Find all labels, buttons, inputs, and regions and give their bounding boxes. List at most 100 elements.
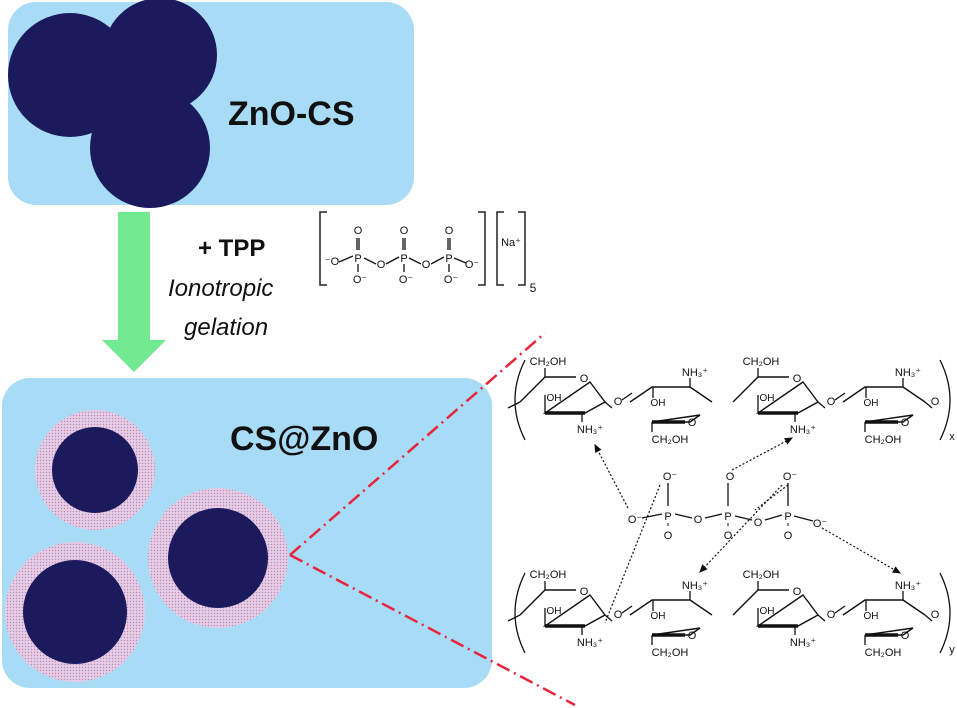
ammonium-group: NH₃⁺: [577, 424, 603, 436]
oxo-oxygen: O: [400, 225, 409, 237]
repeat-y: y: [949, 644, 955, 656]
electrostatic-interaction-arrow: [731, 437, 794, 471]
bond: [641, 513, 663, 519]
coated-particle: [35, 410, 155, 530]
electrostatic-interaction-arrow: [699, 484, 783, 573]
bridging-oxygen: O: [694, 514, 703, 526]
ring-bonds: [519, 589, 607, 627]
zno-particle: [103, 0, 217, 112]
bond: [674, 513, 693, 519]
bond: [817, 401, 826, 409]
ammonium-group: NH₃⁺: [895, 367, 921, 379]
method-label-line2: gelation: [184, 314, 269, 341]
reagent-label: + TPP: [198, 235, 266, 262]
glycosidic-oxygen: O: [827, 609, 836, 621]
coated-particle: [5, 542, 145, 682]
bond: [507, 614, 521, 622]
phosphate-oxygen: O⁻: [783, 471, 798, 483]
glycosidic-oxygen: O: [614, 396, 623, 408]
phosphate-oxygen: O: [664, 530, 673, 542]
bond: [704, 513, 723, 519]
hydroxyl-group: OH: [760, 606, 775, 617]
bond: [453, 257, 467, 264]
cs-zno-label: CS@ZnO: [230, 420, 379, 458]
bond: [924, 401, 933, 409]
ring-oxygen: O: [688, 630, 697, 642]
ring-bonds: [842, 599, 926, 636]
electrostatic-interaction-line: [754, 484, 789, 511]
process-arrow: [102, 212, 166, 372]
bond: [817, 614, 826, 622]
ch2oh-group: CH₂OH: [530, 356, 567, 368]
phosphate-oxygen: O: [784, 530, 793, 542]
bond: [834, 392, 846, 401]
bridging-oxygen: O: [754, 517, 763, 529]
bond: [621, 392, 633, 401]
anionic-oxygen: O⁻: [399, 274, 414, 286]
ch2oh-group: CH₂OH: [865, 434, 902, 446]
terminal-oxygen: O: [931, 396, 940, 408]
hydroxyl-group: OH: [547, 393, 562, 404]
phosphorus: P: [724, 511, 731, 523]
bridging-oxygen: O: [377, 259, 386, 271]
bond: [604, 614, 613, 622]
ring-oxygen: O: [580, 586, 589, 598]
chain-bracket-right: [939, 359, 951, 441]
zno-core: [168, 508, 268, 608]
hydroxyl-group: OH: [864, 398, 879, 409]
znocs-label: ZnO-CS: [228, 95, 355, 133]
phosphorus: P: [784, 511, 791, 523]
chitosan-tpp-structure: OCH₂OHOHNH₃⁺OONH₃⁺OHCH₂OHOCH₂OHOHNH₃⁺OON…: [507, 356, 955, 659]
ring-bonds: [629, 599, 713, 636]
coated-particle: [148, 488, 288, 628]
repeat-x: x: [949, 431, 955, 443]
bond: [385, 256, 400, 265]
electrostatic-interaction-arrow: [594, 443, 629, 509]
zno-core: [52, 427, 138, 513]
ch2oh-group: CH₂OH: [530, 569, 567, 581]
phosphorus: P: [445, 253, 452, 265]
zno-core: [23, 560, 127, 664]
bond: [408, 257, 422, 265]
ch2oh-group: CH₂OH: [652, 434, 689, 446]
ring-bonds: [732, 589, 820, 627]
hydroxyl-group: OH: [651, 398, 666, 409]
anionic-oxygen: O⁻: [465, 259, 480, 271]
ammonium-group: NH₃⁺: [682, 367, 708, 379]
ammonium-group: NH₃⁺: [790, 637, 816, 649]
anionic-oxygen: ⁻O: [325, 256, 340, 268]
bond: [338, 255, 354, 263]
anionic-oxygen: O⁻: [444, 274, 459, 286]
ch2oh-group: CH₂OH: [865, 647, 902, 659]
brackets: [319, 211, 526, 286]
phosphorus: P: [354, 253, 361, 265]
ring-oxygen: O: [901, 417, 910, 429]
hydroxyl-group: OH: [864, 611, 879, 622]
ring-bonds: [732, 376, 820, 414]
bond: [621, 605, 633, 614]
bond: [834, 605, 846, 614]
zno-particle: [8, 13, 132, 137]
glucosamine-ring: O NH₃⁺ OH CH₂OH: [842, 367, 926, 446]
hydroxyl-group: OH: [760, 393, 775, 404]
bond: [924, 614, 933, 622]
chain-bracket-left: [514, 359, 526, 441]
chain-bracket-left: [514, 572, 526, 654]
glycosidic-oxygen: O: [614, 609, 623, 621]
oxo-oxygen: O: [354, 225, 363, 237]
phosphate-oxygen: O: [724, 530, 733, 542]
glucosamine-ring: O NH₃⁺ OH CH₂OH: [629, 367, 713, 446]
terminal-oxygen: O: [931, 609, 940, 621]
zoom-line-bottom: [289, 553, 576, 707]
ring-oxygen: O: [688, 417, 697, 429]
electrostatic-interaction-arrow: [821, 527, 902, 574]
ring-bonds: [842, 386, 926, 423]
